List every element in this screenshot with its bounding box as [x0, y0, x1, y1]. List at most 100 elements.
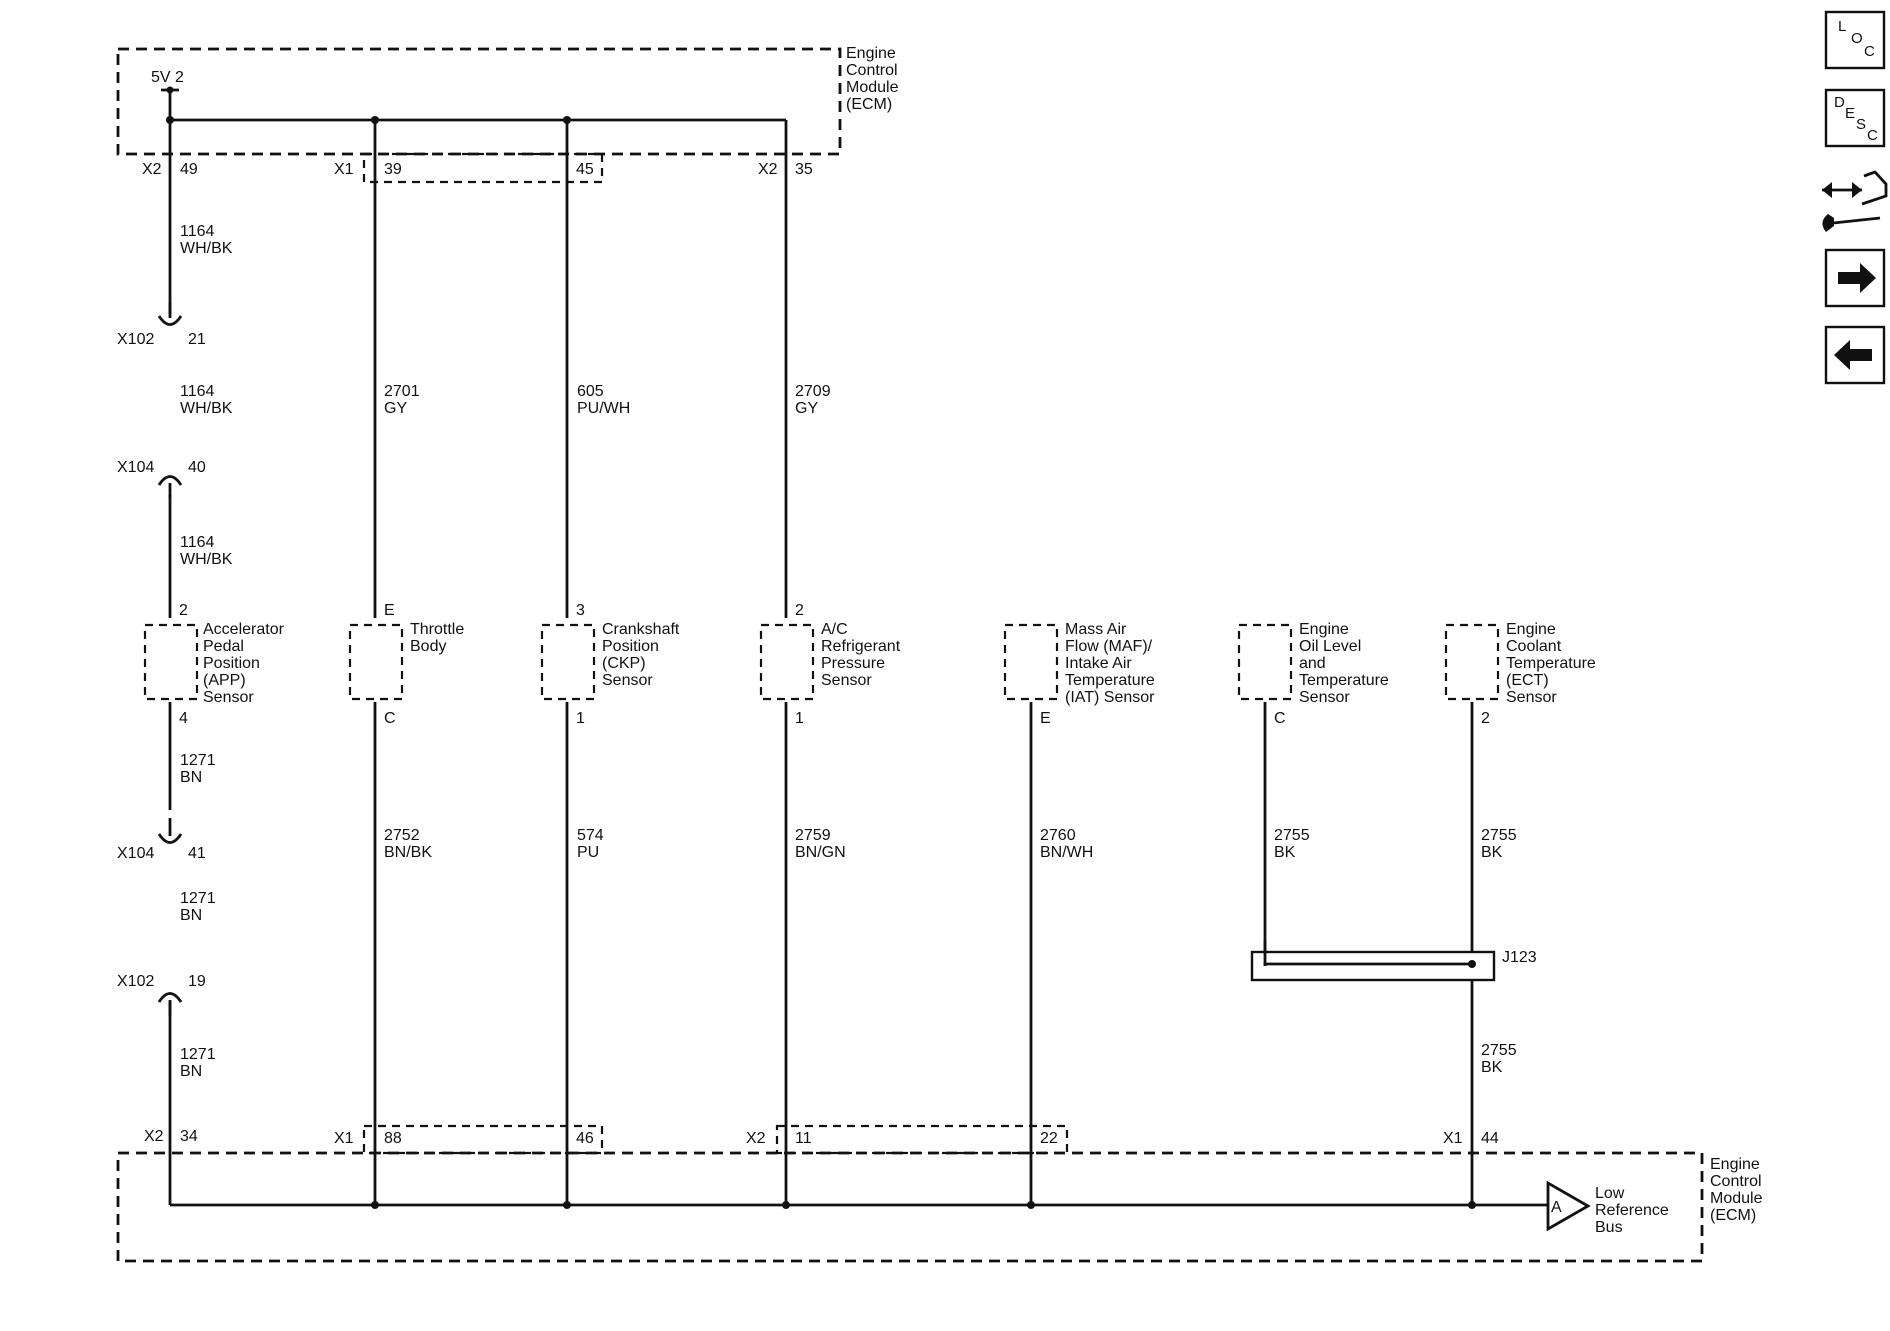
inline-connector-id: X102	[117, 331, 154, 348]
inline-connector-pin: 21	[188, 331, 206, 348]
sensor-label-line: Sensor	[1299, 689, 1350, 706]
ecm-top-pin-label: 39	[384, 161, 402, 178]
desc-button-frame[interactable]	[1824, 88, 1886, 148]
sensor-label-line: (CKP)	[602, 655, 646, 672]
ecm-bottom-connector-label: X2	[746, 1130, 766, 1147]
inline-connector-id: X104	[117, 459, 154, 476]
sensor-label-line: A/C	[821, 621, 848, 638]
splice-node	[1468, 960, 1476, 968]
wire-circuit: 1164	[180, 383, 215, 400]
wire-color: GY	[795, 400, 818, 417]
sensor-pin-bottom: C	[384, 710, 396, 727]
wire-color: BN/BK	[384, 844, 432, 861]
sensor-engine-oil: C Engine Oil Level and Temperature Senso…	[1237, 621, 1389, 727]
sensor-label-line: Pressure	[821, 655, 885, 672]
ecm-top-connector-label: X2	[142, 161, 162, 178]
loc-button[interactable]: L O C	[1824, 10, 1886, 70]
ecm-top-label-line: Module	[846, 79, 899, 96]
inline-connector-pin: 19	[188, 973, 206, 990]
inline-connector-id: X104	[117, 845, 154, 862]
ecm-top-x1-connector	[362, 152, 604, 184]
sensor-box	[1237, 623, 1293, 701]
arrow-right-icon	[1838, 263, 1876, 293]
sensor-label-line: Position	[602, 638, 659, 655]
bus-node	[782, 1201, 790, 1209]
inline-connector: X102 21	[117, 302, 206, 348]
ecm-top-5v-node	[166, 86, 174, 94]
wire-circuit: 574	[577, 827, 604, 844]
wire-color: WH/BK	[180, 551, 233, 568]
sensor-pin-bottom: C	[1274, 710, 1286, 727]
sensor-label-line: Accelerator	[203, 621, 285, 638]
ecm-bottom-pin-label: 88	[384, 1130, 402, 1147]
sensor-pin-bottom: 1	[795, 710, 804, 727]
sensor-label-line: Mass Air	[1065, 621, 1127, 638]
wire-color: BK	[1274, 844, 1296, 861]
back-button[interactable]	[1824, 325, 1886, 385]
wire-circuit: 1271	[180, 1046, 216, 1063]
sensor-label-line: Sensor	[821, 672, 872, 689]
sensor-throttle-body: E C Throttle Body	[348, 602, 464, 727]
wire-color: BN/GN	[795, 844, 846, 861]
bus-terminal-letter: A	[1551, 1199, 1562, 1216]
sensor-label-line: Sensor	[1506, 689, 1557, 706]
wire-color: BN	[180, 907, 202, 924]
next-button[interactable]	[1824, 248, 1886, 308]
ecm-top-label-line: Engine	[846, 45, 896, 62]
ecm-top-connector-label: X1	[334, 161, 354, 178]
sensor-label-line: Throttle	[410, 621, 464, 638]
loc-letter: L	[1838, 18, 1846, 35]
sensor-ect: 2 Engine Coolant Temperature (ECT) Senso…	[1444, 621, 1596, 727]
inline-connector-pin: 41	[188, 845, 206, 862]
ecm-top-pin-label: 35	[795, 161, 813, 178]
sensor-label-line: Temperature	[1299, 672, 1389, 689]
loc-button-frame[interactable]	[1824, 10, 1886, 70]
sensor-label-line: Body	[410, 638, 446, 655]
sensor-label-line: Sensor	[602, 672, 653, 689]
bus-node	[1468, 1201, 1476, 1209]
wire-circuit: 2760	[1040, 827, 1076, 844]
wire-circuit: 2701	[384, 383, 420, 400]
bus-terminal-triangle	[1546, 1180, 1591, 1232]
wire-color: BK	[1481, 1059, 1503, 1076]
sensor-label-line: Engine	[1506, 621, 1556, 638]
bus-node	[371, 1201, 379, 1209]
bus-label-line: Reference	[1595, 1202, 1669, 1219]
sensor-label-line: Crankshaft	[602, 621, 680, 638]
ecm-bottom-pin-label: 46	[576, 1130, 594, 1147]
sensor-label-line: Intake Air	[1065, 655, 1132, 672]
sensor-app: 2 4 Accelerator Pedal Position (APP) Sen…	[143, 602, 285, 727]
sensor-label-line: Coolant	[1506, 638, 1562, 655]
wire-color: WH/BK	[180, 240, 233, 257]
sensor-box	[1003, 623, 1059, 701]
wire-color: PU/WH	[577, 400, 630, 417]
sensor-label-line: (APP)	[203, 672, 246, 689]
desc-letter: E	[1845, 105, 1855, 122]
bus-label-line: Low	[1595, 1185, 1625, 1202]
desc-letter: D	[1834, 94, 1845, 111]
sensor-box	[348, 623, 404, 701]
ecm-bottom-pin-label: 44	[1481, 1130, 1499, 1147]
wire-circuit: 2755	[1274, 827, 1310, 844]
sensor-label-line: Engine	[1299, 621, 1349, 638]
ecm-bottom-pin-label: 11	[795, 1130, 812, 1147]
connector-repair-icon[interactable]	[1822, 170, 1888, 232]
sensor-box	[1444, 623, 1500, 701]
sensor-pin-bottom: E	[1040, 710, 1051, 727]
wire-color: GY	[384, 400, 407, 417]
desc-button[interactable]: D E S C	[1824, 88, 1886, 148]
inline-connector-id: X102	[117, 973, 154, 990]
sensor-label-line: and	[1299, 655, 1326, 672]
sensor-label-line: (IAT) Sensor	[1065, 689, 1155, 706]
ecm-bottom: A Low Reference Bus Engine Control Modul…	[116, 1124, 1763, 1263]
sensor-label-line: (ECT)	[1506, 672, 1549, 689]
sensor-maf-iat: E Mass Air Flow (MAF)/ Intake Air Temper…	[1003, 621, 1155, 727]
sensor-pin-bottom: 2	[1481, 710, 1490, 727]
sensor-pin-top: 3	[576, 602, 585, 619]
wire-circuit: 2755	[1481, 827, 1517, 844]
sensor-label-line: Oil Level	[1299, 638, 1361, 655]
loc-letter: O	[1851, 30, 1863, 47]
ecm-bottom-label-line: Module	[1710, 1190, 1763, 1207]
ecm-bottom-label-line: (ECM)	[1710, 1207, 1756, 1224]
sensor-pin-bottom: 1	[576, 710, 585, 727]
